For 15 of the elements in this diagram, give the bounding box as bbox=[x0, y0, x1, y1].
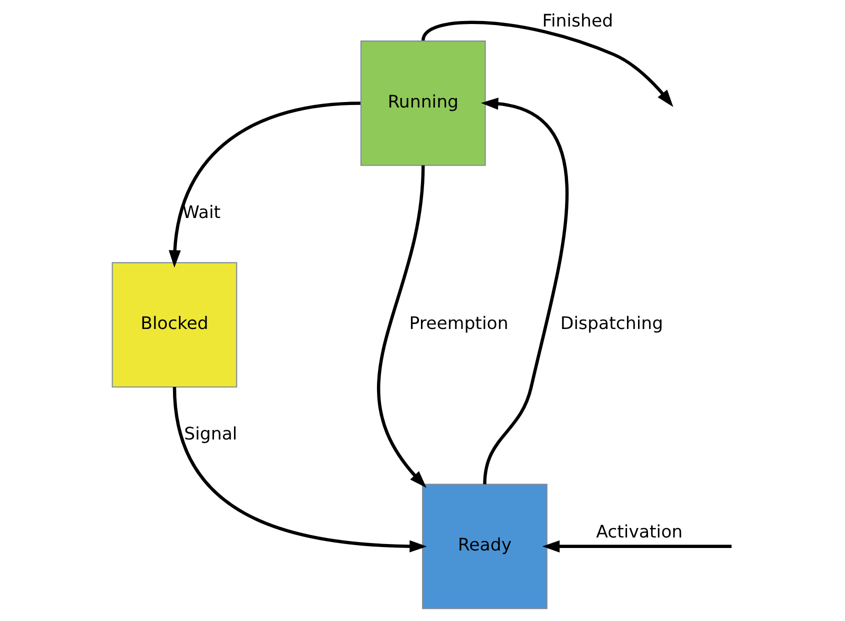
arrow bbox=[377, 165, 426, 488]
node-box: Ready bbox=[422, 484, 548, 610]
arrow bbox=[172, 386, 427, 552]
edge-label: Dispatching bbox=[560, 314, 664, 334]
arrow bbox=[168, 102, 360, 268]
arrow bbox=[422, 20, 674, 107]
arrow bbox=[480, 98, 568, 484]
node-box: Blocked bbox=[112, 262, 238, 388]
node-box: Running bbox=[360, 40, 486, 166]
edge-label: Activation bbox=[596, 522, 683, 543]
edge-label: Finished bbox=[542, 11, 614, 32]
edge-label: Signal bbox=[184, 424, 238, 445]
arrow bbox=[542, 540, 732, 552]
edge-label: Wait bbox=[182, 203, 221, 224]
edge-label: Preemption bbox=[409, 314, 508, 334]
